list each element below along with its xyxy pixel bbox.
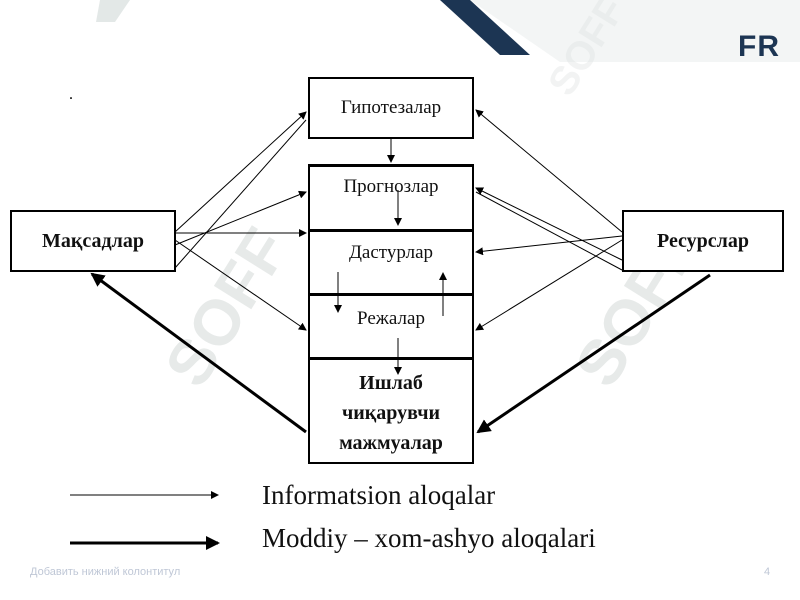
footer-placeholder[interactable]: Добавить нижний колонтитул <box>30 566 181 578</box>
goals-box: Мақсадлар <box>10 210 176 272</box>
info-arrow <box>174 239 307 331</box>
legend-material-label: Moddiy – xom-ashyo aloqalari <box>262 523 596 553</box>
programs-box: Дастурлар <box>308 232 474 294</box>
material-arrow <box>476 273 711 434</box>
production-label-line-3: мажмуалар <box>339 432 443 454</box>
production-label-line-2: чиқарувчи <box>341 402 441 424</box>
forecasts-label: Прогнозлар <box>343 176 439 197</box>
logo-text: FR <box>738 30 780 63</box>
info-arrow <box>475 239 623 331</box>
header-decor <box>0 0 800 80</box>
material-arrow <box>90 272 307 434</box>
programs-label: Дастурлар <box>348 242 434 263</box>
plans-label: Режалар <box>357 308 425 329</box>
production-box: Ишлаб чиқарувчи мажмуалар <box>308 360 474 464</box>
resources-label: Ресурслар <box>656 229 750 252</box>
stack-divider <box>308 357 474 360</box>
stack-divider <box>308 229 474 232</box>
resources-box: Ресурслар <box>622 210 784 272</box>
production-label-line-1: Ишлаб <box>359 372 423 394</box>
stack-divider <box>308 293 474 296</box>
hypotheses-box: Гипотезалар <box>308 77 474 139</box>
info-arrow <box>475 187 623 261</box>
legend-info-label: Informatsion aloqalar <box>262 480 496 510</box>
info-arrow <box>475 191 623 271</box>
page-number: 4 <box>764 566 771 578</box>
goals-label: Мақсадлар <box>42 229 144 252</box>
info-arrow <box>475 109 623 233</box>
info-arrow <box>475 235 623 256</box>
forecasts-box: Прогнозлар <box>308 166 474 230</box>
stack-top-border <box>308 164 474 167</box>
hypotheses-label: Гипотезалар <box>340 97 442 118</box>
info-arrow <box>174 190 307 246</box>
stray-dot: . <box>69 86 73 103</box>
plans-box: Режалар <box>308 296 474 358</box>
info-arrow <box>174 111 307 233</box>
info-arrow <box>174 119 307 269</box>
